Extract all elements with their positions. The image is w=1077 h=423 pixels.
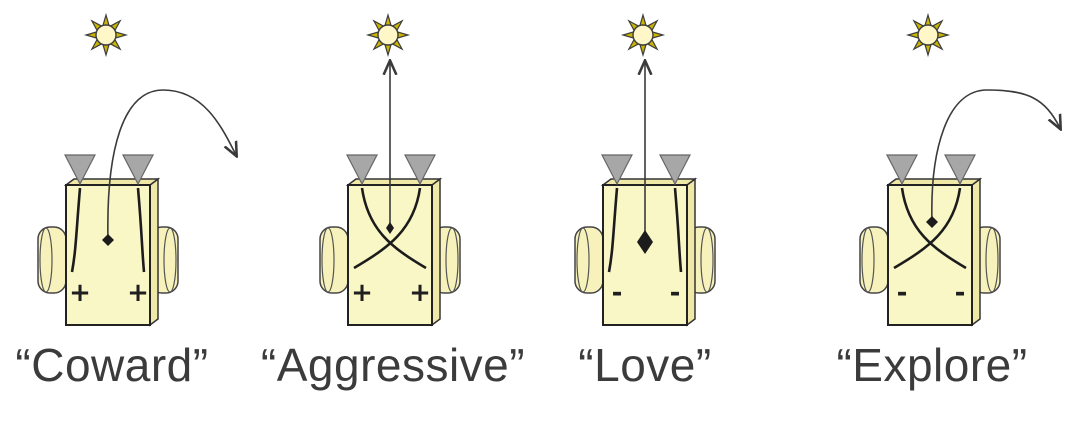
vehicle-label-aggressive: “Aggressive” <box>260 339 526 391</box>
polarity-sign: - <box>897 278 908 308</box>
wheel-icon <box>319 226 349 294</box>
trajectory-start <box>102 234 114 246</box>
wheel-icon <box>859 226 889 294</box>
wire <box>607 187 619 273</box>
vehicle-label-coward: “Coward” <box>15 339 209 391</box>
vehicle-2: -- <box>574 12 716 327</box>
vehicle-3: -- <box>859 12 1060 327</box>
sun-icon <box>905 12 951 58</box>
sun-icon <box>620 12 666 58</box>
vehicle-label-explore: “Explore” <box>836 339 1028 391</box>
wire <box>70 187 82 273</box>
vehicle-0: ++ <box>37 12 236 327</box>
trajectory-start <box>637 230 653 254</box>
wheel-icon <box>37 226 67 294</box>
trajectory-arrow <box>931 89 1060 223</box>
vehicle-side <box>431 177 441 327</box>
sun-icon <box>365 12 411 58</box>
trajectory-start <box>386 222 394 234</box>
vehicle-side <box>149 177 159 327</box>
wire <box>893 187 962 270</box>
sensor-triangle-icon <box>122 154 154 186</box>
polarity-sign: + <box>69 278 91 308</box>
polarity-sign: - <box>955 278 966 308</box>
sensor-triangle-icon <box>404 154 436 186</box>
sensor-triangle-icon <box>886 154 918 186</box>
wire <box>136 187 146 273</box>
polarity-sign: - <box>612 278 623 308</box>
polarity-sign: + <box>351 278 373 308</box>
polarity-sign: + <box>409 278 431 308</box>
polarity-sign: + <box>127 278 149 308</box>
vehicle-body <box>887 184 973 326</box>
wire <box>360 187 427 270</box>
sun-icon <box>83 12 129 58</box>
wire <box>673 187 683 273</box>
sensor-triangle-icon <box>601 154 633 186</box>
wire <box>353 187 422 270</box>
wire <box>900 187 967 270</box>
vehicle-side <box>686 177 696 327</box>
wheel-icon <box>574 226 604 294</box>
sensor-triangle-icon <box>346 154 378 186</box>
polarity-sign: - <box>670 278 681 308</box>
sensor-triangle-icon <box>944 154 976 186</box>
sensor-triangle-icon <box>64 154 96 186</box>
sensor-triangle-icon <box>659 154 691 186</box>
vehicle-1: ++ <box>319 12 461 327</box>
vehicle-label-love: “Love” <box>578 339 712 391</box>
vehicle-side <box>971 177 981 327</box>
trajectory-arrow <box>107 89 236 241</box>
trajectory-start <box>926 216 938 228</box>
